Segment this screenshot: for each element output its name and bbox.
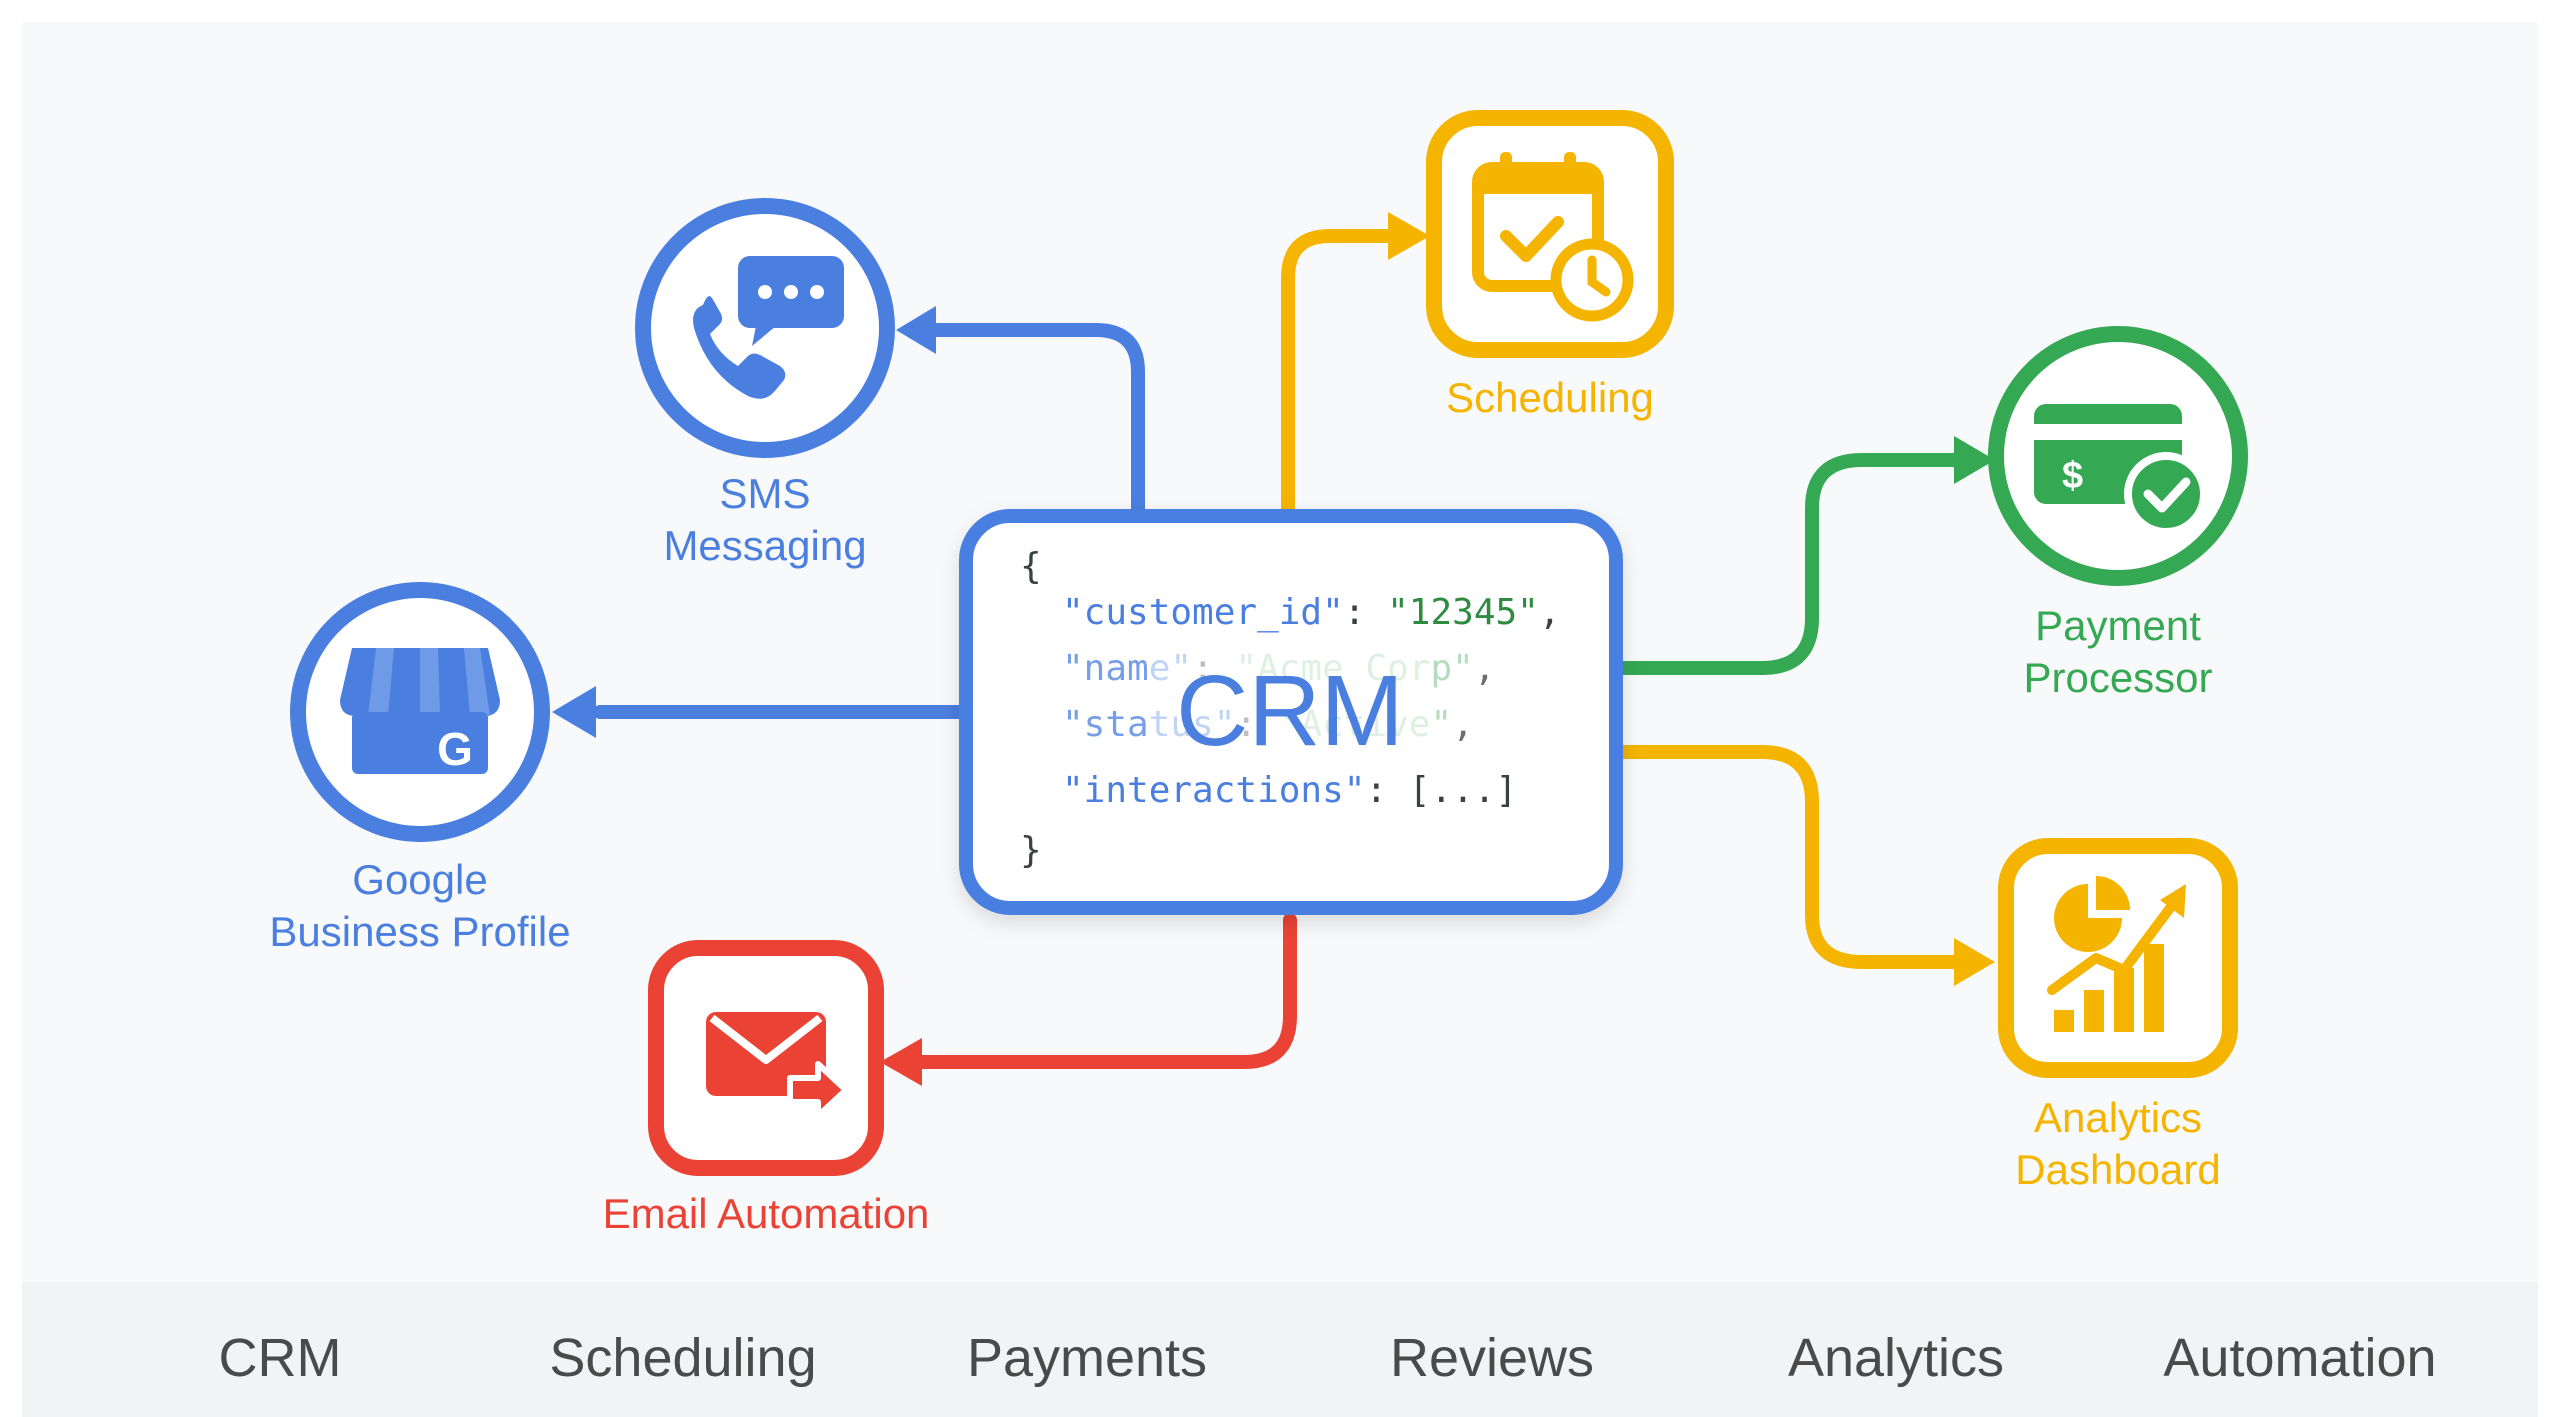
- arrowheads: [552, 212, 1995, 1086]
- payment-label-line1: Payment: [2035, 602, 2201, 649]
- integration-diagram: { "customer_id": "12345", "name": "Acme …: [269, 110, 2248, 1237]
- payment-label-line2: Processor: [2023, 654, 2212, 701]
- crm-card[interactable]: { "customer_id": "12345", "name": "Acme …: [959, 509, 1623, 915]
- chart-growth-icon: [2047, 876, 2186, 1032]
- tab-analytics[interactable]: Analytics: [1787, 1328, 2005, 1388]
- svg-text:$: $: [2062, 455, 2083, 497]
- envelope-arrow-icon: [706, 1012, 849, 1119]
- arrowhead-email: [880, 1038, 922, 1086]
- bottom-tab-bar: [22, 1282, 2538, 1417]
- analytics-label-line1: Analytics: [2034, 1094, 2202, 1141]
- connector-payment: [1615, 453, 1967, 675]
- connector-email: [911, 913, 1297, 1069]
- credit-card-check-icon: $: [2034, 404, 2208, 536]
- arrowhead-sms: [896, 306, 936, 354]
- svg-text:G: G: [437, 723, 473, 775]
- arrowhead-payment: [1954, 436, 1995, 484]
- node-google-business-profile[interactable]: G Google Business Profile: [269, 582, 571, 955]
- sms-phone-chat-icon: [693, 256, 844, 399]
- code-line-interactions: "interactions": [...]: [1062, 770, 1517, 811]
- arrowhead-analytics: [1954, 938, 1995, 986]
- connector-scheduling: [1281, 229, 1402, 515]
- code-brace-open: {: [1020, 546, 1042, 587]
- tab-reviews[interactable]: Reviews: [1389, 1328, 1595, 1388]
- node-analytics-dashboard[interactable]: Analytics Dashboard: [1998, 838, 2238, 1193]
- connectors: [593, 229, 1967, 1069]
- node-payment-processor[interactable]: $ Payment Processor: [1988, 326, 2248, 701]
- google-label-line2: Business Profile: [269, 908, 570, 955]
- tab-automation[interactable]: Automation: [2163, 1328, 2437, 1388]
- calendar-clock-icon: [1472, 152, 1634, 322]
- node-scheduling[interactable]: Scheduling: [1426, 110, 1674, 421]
- scheduling-label: Scheduling: [1446, 374, 1654, 421]
- connector-sms: [915, 323, 1145, 517]
- tab-crm[interactable]: CRM: [218, 1328, 342, 1388]
- code-brace-close: }: [1020, 830, 1042, 871]
- email-label: Email Automation: [603, 1190, 930, 1237]
- arrowhead-scheduling: [1388, 212, 1430, 260]
- analytics-label-line2: Dashboard: [2015, 1146, 2220, 1193]
- storefront-google-icon: G: [340, 648, 500, 775]
- crm-title: CRM: [1176, 655, 1404, 767]
- sms-label-line1: SMS: [719, 470, 810, 517]
- google-label-line1: Google: [352, 856, 487, 903]
- connector-analytics: [1615, 745, 1967, 969]
- arrowhead-google: [552, 686, 596, 738]
- tab-payments[interactable]: Payments: [966, 1328, 1208, 1388]
- code-line-customer-id: "customer_id": "12345",: [1062, 592, 1561, 633]
- node-email-automation[interactable]: Email Automation: [603, 940, 930, 1237]
- sms-label-line2: Messaging: [663, 522, 866, 569]
- tab-scheduling[interactable]: Scheduling: [549, 1328, 817, 1388]
- node-sms-messaging[interactable]: SMS Messaging: [635, 198, 895, 569]
